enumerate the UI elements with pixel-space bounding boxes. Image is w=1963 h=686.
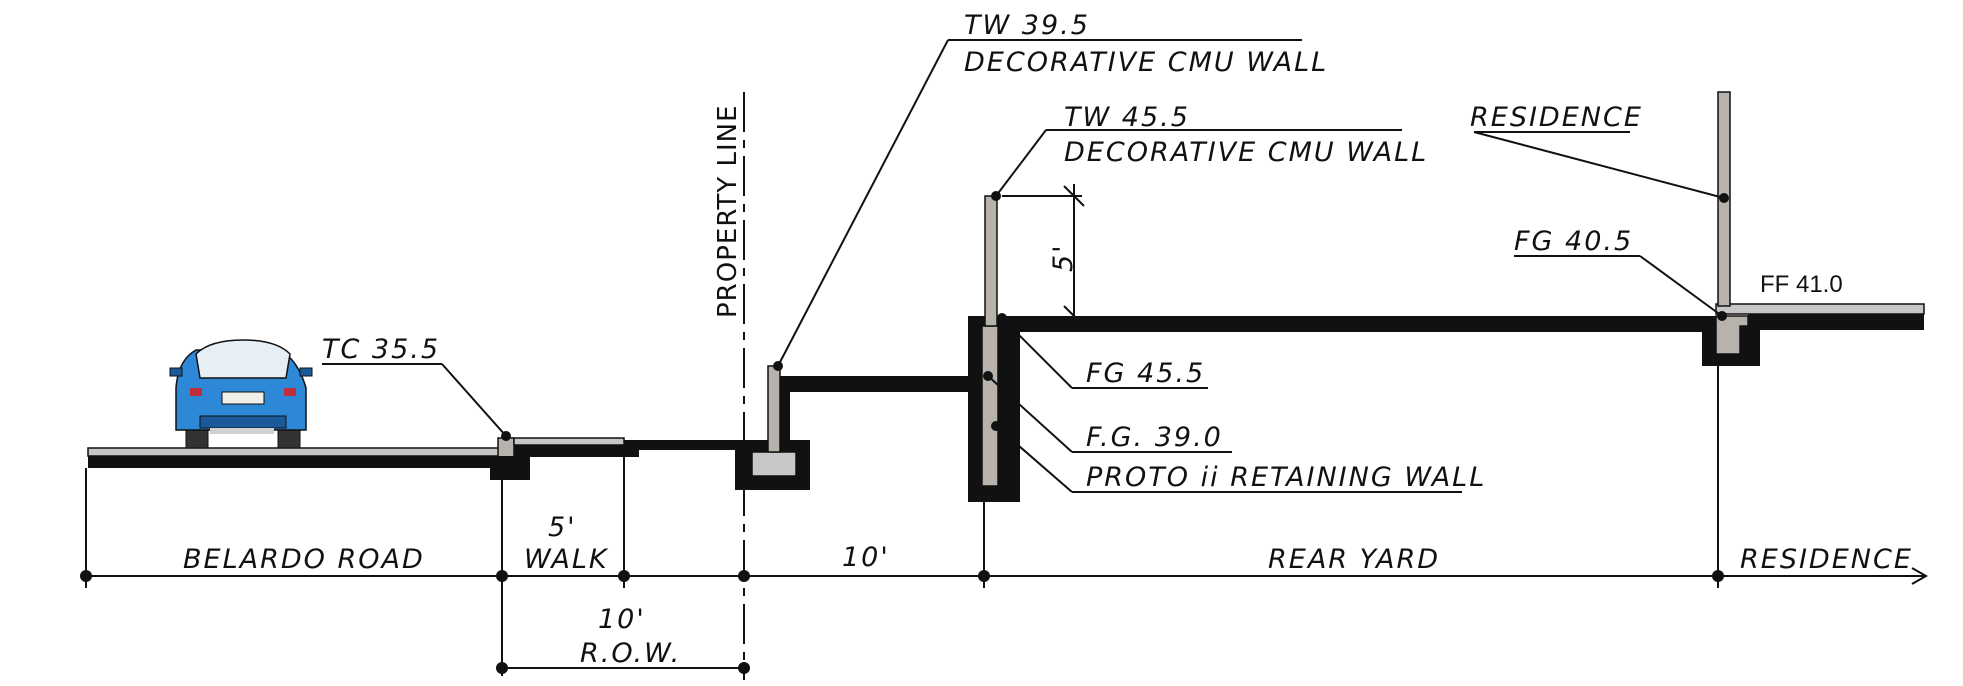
low-wall-footing	[751, 451, 797, 477]
fg455-point	[997, 313, 1007, 323]
tc-leader	[441, 363, 507, 437]
row-label: R.O.W.	[580, 638, 681, 669]
ten-ft-label: 10'	[842, 542, 890, 573]
fg405-leader	[1639, 255, 1723, 317]
retaining-leader	[995, 425, 1073, 493]
fg390-leader	[987, 375, 1073, 453]
rear-yard-grade	[998, 316, 1718, 332]
tw-top-point	[773, 361, 783, 371]
sidewalk-base	[514, 445, 639, 457]
fg405-label: FG 40.5	[1514, 226, 1633, 257]
property-line-label: PROPERTY LINE	[713, 104, 743, 318]
cmu-mid-label: DECORATIVE CMU WALL	[1064, 137, 1428, 168]
dimension-arrow	[1911, 567, 1929, 585]
tc-point	[501, 431, 511, 441]
wall-height-tick-top	[1063, 185, 1085, 207]
residence-slab	[1715, 303, 1925, 315]
road-base	[88, 456, 500, 468]
car-icon	[169, 339, 313, 449]
tw-mid-point	[991, 191, 1001, 201]
retaining-point	[991, 421, 1001, 431]
residence-callout-label: RESIDENCE	[1470, 102, 1643, 133]
fg455-leader	[1001, 317, 1073, 389]
low-wall-backfill	[780, 376, 790, 440]
retaining-wall	[981, 325, 999, 487]
cmu-top-label: DECORATIVE CMU WALL	[964, 47, 1328, 78]
tw-top-leader	[777, 39, 949, 367]
tall-cmu-wall	[984, 195, 998, 327]
ff-label: FF 41.0	[1760, 271, 1843, 298]
tw-mid-label: TW 45.5	[1064, 102, 1190, 133]
retaining-label: PROTO ii RETAINING WALL	[1086, 462, 1486, 493]
curb-footing	[490, 456, 530, 480]
residence-callout-leader	[1473, 131, 1725, 199]
belardo-road-label: BELARDO ROAD	[183, 544, 425, 575]
middle-grade	[780, 376, 980, 392]
sidewalk	[513, 437, 625, 446]
tw-top-label: TW 39.5	[964, 10, 1090, 41]
dim-point-walk	[618, 570, 630, 582]
fg390-label: F.G. 39.0	[1086, 422, 1223, 453]
dim-point-residence	[1712, 570, 1724, 582]
road-surface	[87, 447, 501, 457]
rear-yard-label: REAR YARD	[1268, 544, 1440, 575]
residence-slab-base	[1748, 314, 1924, 330]
residence-callout-point	[1719, 193, 1729, 203]
walk-width-label: 5'	[548, 512, 577, 543]
row-width-label: 10'	[598, 604, 646, 635]
row-point-right	[738, 662, 750, 674]
dim-point-road	[80, 570, 92, 582]
residence-dim-label: RESIDENCE	[1740, 544, 1913, 575]
low-cmu-wall	[767, 365, 781, 453]
tw-mid-leader	[995, 129, 1047, 197]
tc-label: TC 35.5	[322, 334, 440, 365]
fg455-label: FG 45.5	[1086, 358, 1205, 389]
dim-point-retaining	[978, 570, 990, 582]
wall-height-label: 5'	[1048, 243, 1079, 272]
fg390-point	[983, 371, 993, 381]
walk-label: WALK	[524, 544, 609, 575]
dim-point-property	[738, 570, 750, 582]
row-point-left	[496, 662, 508, 674]
parkway-grade	[624, 440, 764, 450]
wall-height-tick-bottom	[1063, 305, 1085, 327]
dim-point-curb	[496, 570, 508, 582]
fg405-point	[1717, 311, 1727, 321]
